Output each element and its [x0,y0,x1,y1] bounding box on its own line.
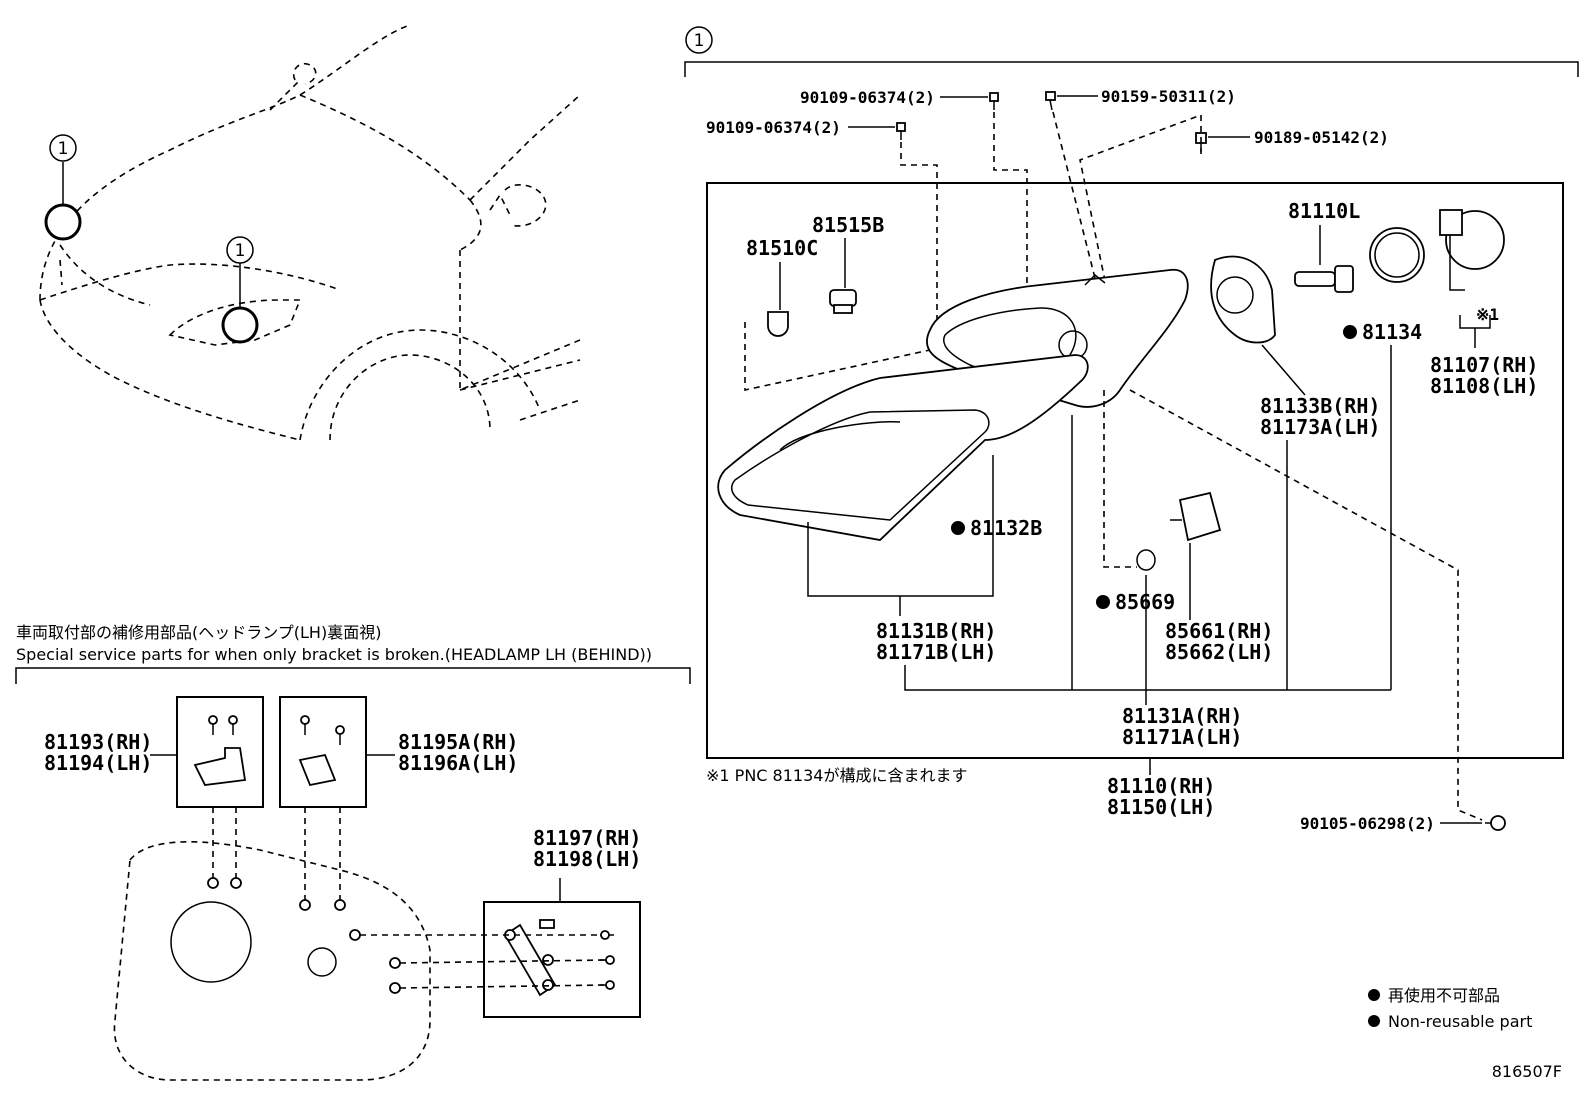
service-title-jp: 車両取付部の補修用部品(ヘッドランプ(LH)裏面視) [16,623,381,642]
part-number[interactable]: 85661(RH) [1165,619,1273,643]
bracket-box [176,696,264,808]
part-number[interactable]: 81134 [1362,320,1422,344]
part-number[interactable]: 90159-50311(2) [1101,87,1236,106]
part-number[interactable]: 81510C [746,236,818,260]
part-number[interactable]: 81197(RH) [533,826,641,850]
o-ring-icon [1136,549,1156,571]
non-reusable-dot [1368,989,1380,1001]
part-number[interactable]: 81171A(LH) [1122,725,1242,749]
part-number[interactable]: 81150(LH) [1107,795,1215,819]
non-reusable-dot [1343,325,1357,339]
headlamp-lens [717,354,1089,541]
bracket-icon [298,715,345,787]
headlamp-back-outline [113,841,431,1081]
footnote: ※1 PNC 81134が構成に含まれます [706,766,967,785]
part-number[interactable]: 81515B [812,213,884,237]
igniter-icon [1439,209,1505,291]
ref-circle [685,26,713,54]
group-bracket [684,61,1579,77]
service-parts-section: 車両取付部の補修用部品(ヘッドランプ(LH)裏面視) Special servi… [15,623,691,1081]
part-number[interactable]: 90105-06298(2) [1300,814,1435,833]
part-number[interactable]: 85669 [1115,590,1175,614]
socket-icon [829,289,857,314]
bracket-box [279,696,367,808]
bracket-icon [503,919,615,997]
legend-jp: 再使用不可部品 [1388,986,1500,1005]
part-number[interactable]: 81193(RH) [44,730,152,754]
part-number[interactable]: 81107(RH) [1430,353,1538,377]
ballast-icon [1170,491,1222,542]
part-number[interactable]: 90109-06374(2) [800,88,935,107]
ref-label: 1 [694,31,705,51]
service-bracket [15,667,691,684]
part-number[interactable]: 81131A(RH) [1122,704,1242,728]
part-number[interactable]: 81108(LH) [1430,374,1538,398]
seal-ring-icon [1369,227,1425,283]
non-reusable-dot [1368,1015,1380,1027]
part-number[interactable]: 81198(LH) [533,847,641,871]
figure-id: 816507F [1492,1062,1562,1081]
part-number[interactable]: 81196A(LH) [398,751,518,775]
callout-circle [49,134,77,162]
assembly-box [706,182,1564,759]
part-number[interactable]: 81110L [1288,199,1360,223]
car-front-sketch: 1 1 [39,24,581,441]
projector-icon [1210,255,1276,344]
part-number[interactable]: 81194(LH) [44,751,152,775]
part-number[interactable]: 81195A(RH) [398,730,518,754]
note-marker: ※1 [1476,305,1499,324]
legend: 再使用不可部品 Non-reusable part 816507F [1368,986,1562,1081]
exploded-view: 1 90109-06374(2) 90109-06374(2) 90159-50… [684,26,1579,833]
non-reusable-dot [951,521,965,535]
non-reusable-dot [1096,595,1110,609]
bracket-icon [193,715,247,786]
bracket-box [483,901,641,1018]
part-number[interactable]: 81173A(LH) [1260,415,1380,439]
callout-label: 1 [58,139,69,159]
part-number[interactable]: 81133B(RH) [1260,394,1380,418]
callout-label: 1 [235,241,246,261]
screw-icon [1045,91,1056,111]
callout-circle [226,236,254,264]
part-number[interactable]: 81171B(LH) [876,640,996,664]
part-number[interactable]: 81132B [970,516,1042,540]
part-number[interactable]: 81110(RH) [1107,774,1215,798]
part-number[interactable]: 90109-06374(2) [706,118,841,137]
legend-en: Non-reusable part [1388,1012,1532,1031]
part-number[interactable]: 85662(LH) [1165,640,1273,664]
part-number[interactable]: 90189-05142(2) [1254,128,1389,147]
screw-icon [896,122,906,140]
bulb-icon [767,311,789,337]
hid-bulb-icon [1294,265,1354,293]
screw-icon [1485,815,1506,831]
screw-icon [989,92,999,110]
part-number[interactable]: 81131B(RH) [876,619,996,643]
service-title-en: Special service parts for when only brac… [16,645,652,664]
